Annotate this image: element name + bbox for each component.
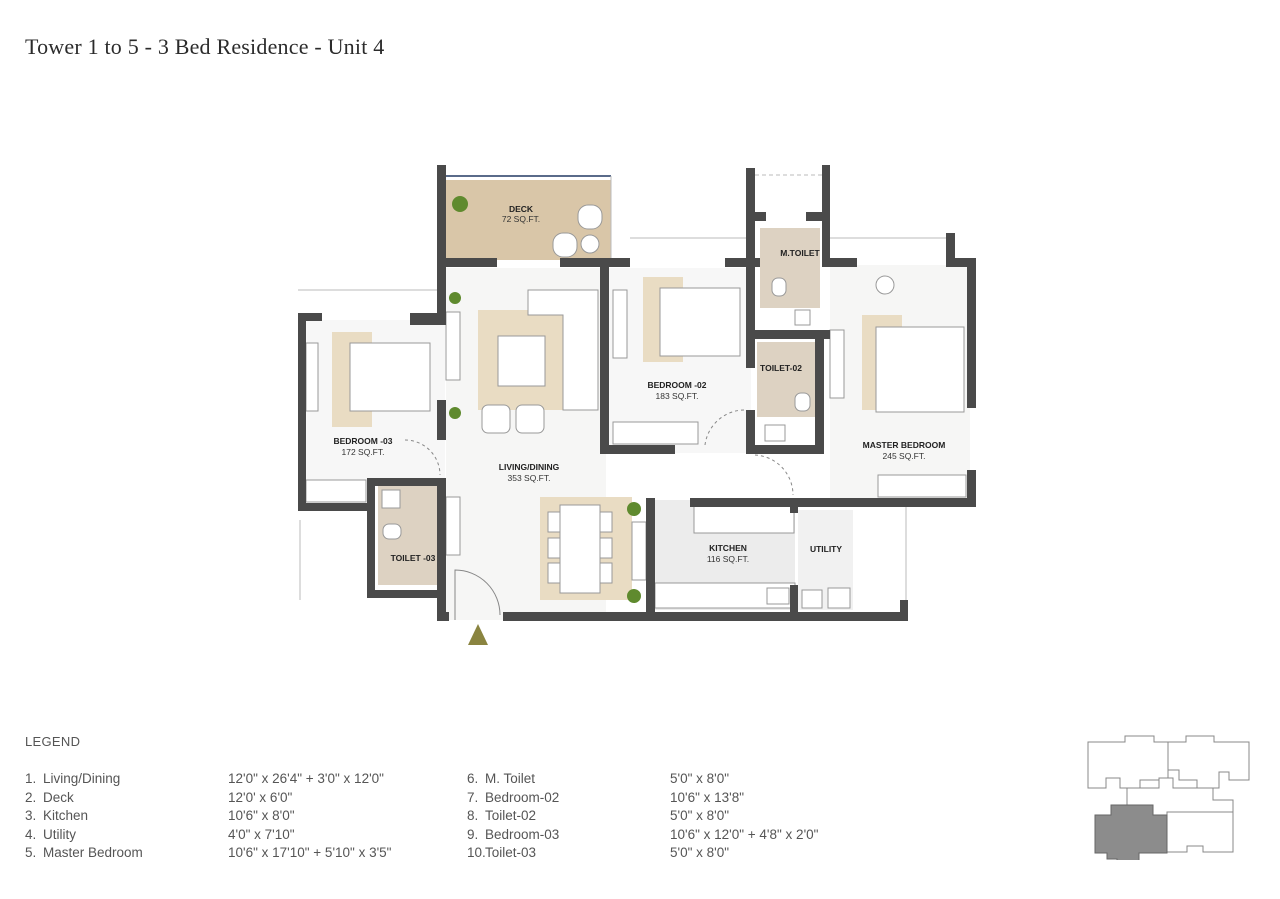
legend-dim: 4'0" x 7'10" [228,826,295,842]
legend-item: 9. Bedroom-03 10'6" x 12'0" + 4'8" x 2'0" [467,826,818,845]
legend-dim: 12'0' x 6'0" [228,789,293,805]
master-bedroom-area: 245 SQ.FT. [883,451,926,461]
legend-item: 6. M. Toilet 5'0" x 8'0" [467,770,818,789]
legend-item: 4. Utility 4'0" x 7'10" [25,826,391,845]
legend-dim: 10'6" x 8'0" [228,808,295,823]
legend-column-1: 1. Living/Dining 12'0" x 26'4" + 3'0" x 12… [25,770,391,863]
plant-icons [449,196,641,603]
legend-name: M. Toilet [485,771,536,786]
legend-num: 8. [467,808,479,823]
legend-dim: 5'0" x 8'0" [670,808,730,823]
legend-name: Bedroom-02 [485,789,560,805]
legend-item: 1. Living/Dining 12'0" x 26'4" + 3'0" x 12… [25,770,391,789]
utility-label: UTILITY [810,544,842,554]
legend-item: 8. Toilet-02 5'0" x 8'0" [467,807,818,826]
legend-num: 1. [25,771,37,786]
legend-num: 7. [467,789,479,805]
bedroom-02-label: BEDROOM -02 [647,380,706,390]
legend-num: 9. [467,826,479,842]
page-title: Tower 1 to 5 - 3 Bed Residence - Unit 4 [25,34,385,59]
legend-num: 2. [25,789,37,805]
bedroom-03-area: 172 SQ.FT. [342,447,385,457]
legend-num: 6. [467,771,479,786]
furniture [305,204,967,609]
legend-item: 10.Toilet-03 5'0" x 8'0" [467,844,818,863]
legend-dim: 5'0" x 8'0" [670,845,730,860]
legend-title: LEGEND [25,734,81,749]
legend-num: 10. [467,845,486,860]
legend-name: Living/Dining [43,771,121,786]
master-bedroom-label: MASTER BEDROOM [863,440,946,450]
legend-item: 7. Bedroom-02 10'6" x 13'8" [467,789,818,808]
deck-label: DECK [509,204,534,214]
toilet-02-label: TOILET-02 [760,363,802,373]
legend-dim: 10'6" x 13'8" [670,789,745,805]
highlighted-unit [1094,804,1168,860]
legend-item: 3. Kitchen 10'6" x 8'0" [25,807,391,826]
m-toilet-label: M.TOILET [780,248,820,258]
key-plan [1087,735,1250,860]
legend-item: 5. Master Bedroom 10'6" x 17'10" + 5'10" x… [25,844,391,863]
legend-num: 4. [25,826,37,842]
bedroom-03-label: BEDROOM -03 [333,436,392,446]
outline-lines [298,174,946,620]
legend-dim: 10'6" x 17'10" + 5'10" x 3'5" [228,845,392,860]
legend-name: Utility [43,826,76,842]
legend-dim: 5'0" x 8'0" [670,771,730,786]
living-dining-label: LIVING/DINING [499,462,560,472]
legend-name: Deck [43,789,74,805]
entry-marker-icon [468,624,488,645]
legend-name: Toilet-02 [485,808,537,823]
legend-name: Master Bedroom [43,845,143,860]
toilet-03-label: TOILET -03 [391,553,436,563]
kitchen-label: KITCHEN [709,543,747,553]
m-toilet-floor [760,228,820,308]
legend-column-2: 6. M. Toilet 5'0" x 8'0" 7. Bedroom-02 10'6"… [467,770,818,863]
deck-area: 72 SQ.FT. [502,214,540,224]
legend-num: 3. [25,808,37,823]
living-dining-area: 353 SQ.FT. [508,473,551,483]
legend-name: Bedroom-03 [485,826,560,842]
floor-plan: DECK 72 SQ.FT. M.TOILET BEDROOM -03 172 … [298,165,976,645]
legend-name: Kitchen [43,808,89,823]
legend-name: Toilet-03 [485,845,537,860]
walls [298,165,976,621]
bedroom-02-area: 183 SQ.FT. [656,391,699,401]
legend-dim: 12'0" x 26'4" + 3'0" x 12'0" [228,771,384,786]
kitchen-area: 116 SQ.FT. [707,554,749,564]
legend-dim: 10'6" x 12'0" + 4'8" x 2'0" [670,826,819,842]
legend-num: 5. [25,845,37,860]
legend-item: 2. Deck 12'0' x 6'0" [25,789,391,808]
